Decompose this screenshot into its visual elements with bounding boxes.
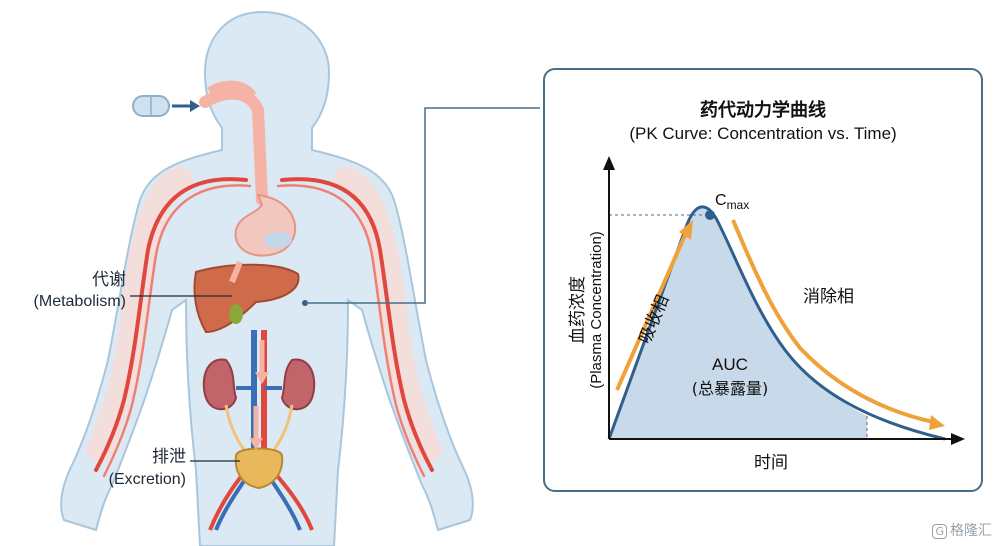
panel-connector <box>305 107 540 304</box>
esophagus <box>199 87 268 206</box>
pk-curve-plot: Cmax 吸收相 消除相 AUC (总暴露量) 血药浓度 (Plasma Con… <box>568 156 965 473</box>
y-axis-label-zh: 血药浓度 <box>568 276 588 344</box>
pk-curve-line <box>607 205 946 441</box>
elimination-label: 消除相 <box>803 287 854 307</box>
metabolism-label-en: (Metabolism) <box>33 293 126 310</box>
watermark-logo: G <box>932 524 947 539</box>
x-axis-label: 时间 <box>754 453 788 473</box>
left-arm-artery <box>94 177 248 472</box>
auc-label: AUC <box>712 355 748 374</box>
pk-curve-panel: 药代动力学曲线 (PK Curve: Concentration vs. Tim… <box>543 68 983 492</box>
absorption-arrow <box>615 234 687 391</box>
pill-icon <box>132 95 170 117</box>
excretion-label-zh: 排泄 <box>152 447 186 467</box>
metabolism-label-zh: 代谢 <box>92 270 126 290</box>
auc-sublabel: (总暴露量) <box>692 379 769 398</box>
cmax-label: Cmax <box>715 192 749 212</box>
watermark-text: 格隆汇 <box>950 523 992 539</box>
right-arm-artery <box>280 177 434 472</box>
right-kidney <box>280 358 316 411</box>
human-body-illustration <box>60 10 540 546</box>
pk-panel-title: 药代动力学曲线 <box>700 100 826 121</box>
left-kidney <box>202 358 238 411</box>
intake-arrow-icon <box>172 100 200 112</box>
excretion-label-en: (Excretion) <box>108 471 186 488</box>
pk-panel-subtitle: (PK Curve: Concentration vs. Time) <box>629 124 897 143</box>
elimination-arrow <box>731 219 934 424</box>
y-axis-label-en: (Plasma Concentration) <box>588 231 605 389</box>
cmax-point <box>705 210 715 220</box>
liver <box>193 263 300 334</box>
